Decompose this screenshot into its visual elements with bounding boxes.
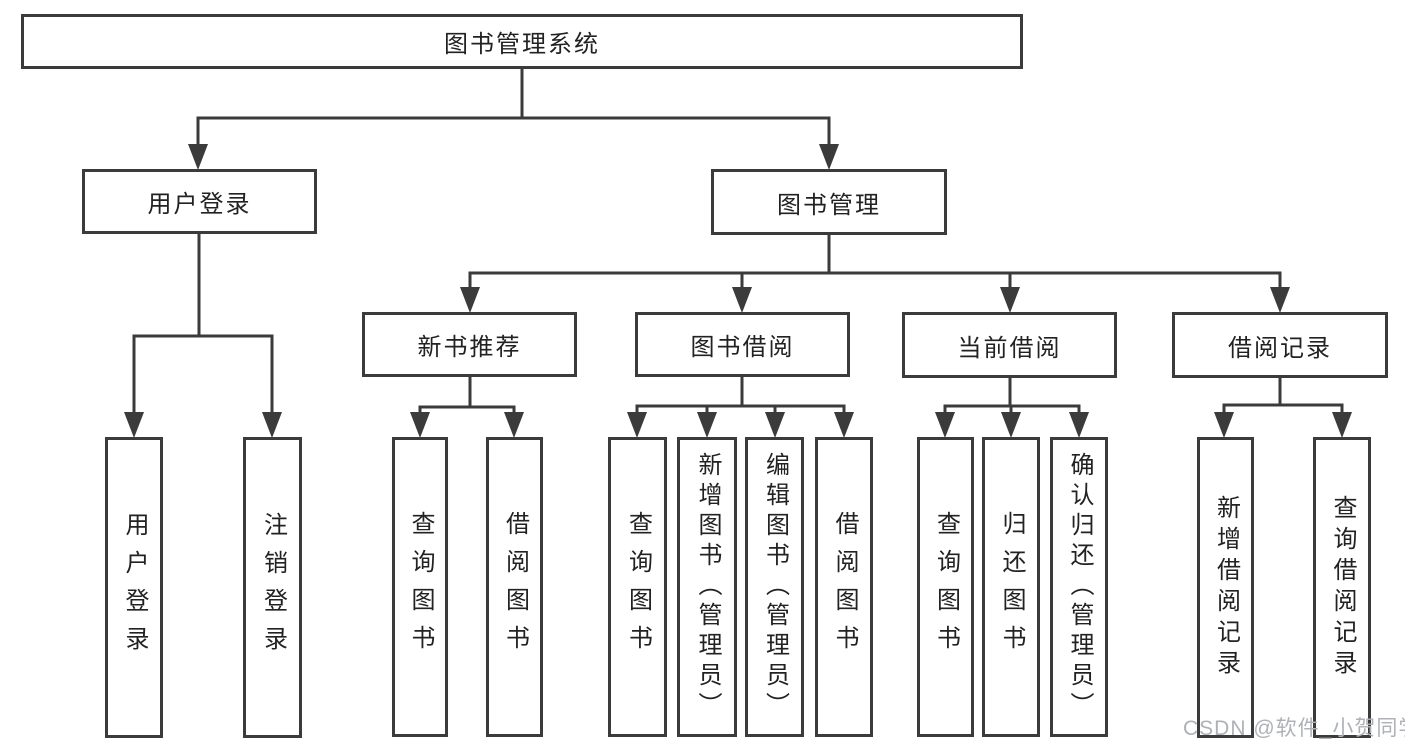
leaf-query-books-current: 查询图书 (917, 437, 974, 737)
node-label: 查询图书 (407, 511, 434, 663)
node-library-management-system: 图书管理系统 (21, 14, 1023, 69)
node-label: 图书借阅 (690, 334, 795, 361)
node-new-book-recommendation: 新书推荐 (362, 312, 577, 377)
node-label: 编辑图书（管理员） (761, 452, 789, 722)
node-label: 当前借阅 (957, 334, 1062, 362)
leaf-user-login: 用户登录 (105, 437, 163, 738)
arrow-down-icon (188, 144, 208, 170)
leaf-return-books: 归还图书 (982, 437, 1040, 737)
arrow-down-icon (627, 412, 647, 438)
arrow-down-icon (124, 412, 144, 438)
arrow-down-icon (732, 287, 752, 313)
node-current-borrowing: 当前借阅 (902, 312, 1117, 378)
arrow-down-icon (1001, 412, 1021, 438)
node-label: 新增借阅记录 (1212, 494, 1240, 681)
arrow-down-icon (1069, 412, 1089, 438)
leaf-borrow-books: 借阅图书 (815, 437, 873, 737)
arrow-down-icon (1214, 412, 1234, 438)
leaf-query-books-borrow: 查询图书 (608, 437, 667, 737)
node-label: 归还图书 (998, 511, 1025, 663)
arrow-down-icon (1270, 287, 1290, 313)
leaf-query-books-recommend: 查询图书 (392, 437, 448, 737)
node-label: 用户登录 (147, 191, 252, 218)
node-book-borrowing: 图书借阅 (635, 312, 850, 377)
arrow-down-icon (410, 412, 430, 438)
arrow-down-icon (765, 412, 785, 438)
arrow-down-icon (819, 144, 839, 170)
arrow-down-icon (1000, 287, 1020, 313)
leaf-add-book-admin: 新增图书（管理员） (677, 437, 737, 737)
node-label: 查询图书 (932, 511, 960, 663)
watermark: CSDN @软件_小贺同学 (1183, 717, 1405, 740)
node-label: 图书管理 (777, 191, 881, 219)
arrow-down-icon (460, 287, 480, 313)
node-label: 注销登录 (259, 511, 287, 664)
node-label: 借阅图书 (831, 511, 858, 663)
node-borrowing-records: 借阅记录 (1172, 312, 1388, 378)
node-label: 查询图书 (624, 511, 652, 663)
arrow-down-icon (1332, 412, 1352, 438)
node-book-management: 图书管理 (711, 169, 947, 235)
node-label: 确认归还（管理员） (1066, 452, 1093, 722)
leaf-logout: 注销登录 (243, 437, 302, 738)
arrowhead-icons (124, 144, 1352, 438)
arrow-down-icon (834, 412, 854, 438)
node-label: 新增图书（管理员） (694, 452, 721, 722)
arrow-down-icon (504, 412, 524, 438)
leaf-confirm-return-admin: 确认归还（管理员） (1050, 437, 1108, 737)
node-label: 图书管理系统 (444, 31, 600, 58)
node-label: 用户登录 (121, 511, 148, 664)
arrow-down-icon (262, 412, 282, 438)
leaf-borrow-books-recommend: 借阅图书 (486, 437, 543, 737)
node-user-login: 用户登录 (82, 169, 317, 234)
node-label: 新书推荐 (417, 334, 522, 361)
arrow-down-icon (935, 412, 955, 438)
node-label: 查询借阅记录 (1329, 494, 1356, 681)
arrow-down-icon (697, 412, 717, 438)
leaf-edit-book-admin: 编辑图书（管理员） (745, 437, 804, 737)
leaf-query-borrow-record: 查询借阅记录 (1313, 437, 1371, 738)
node-label: 借阅图书 (501, 511, 529, 663)
leaf-add-borrow-record: 新增借阅记录 (1197, 437, 1254, 738)
node-label: 借阅记录 (1228, 334, 1332, 362)
